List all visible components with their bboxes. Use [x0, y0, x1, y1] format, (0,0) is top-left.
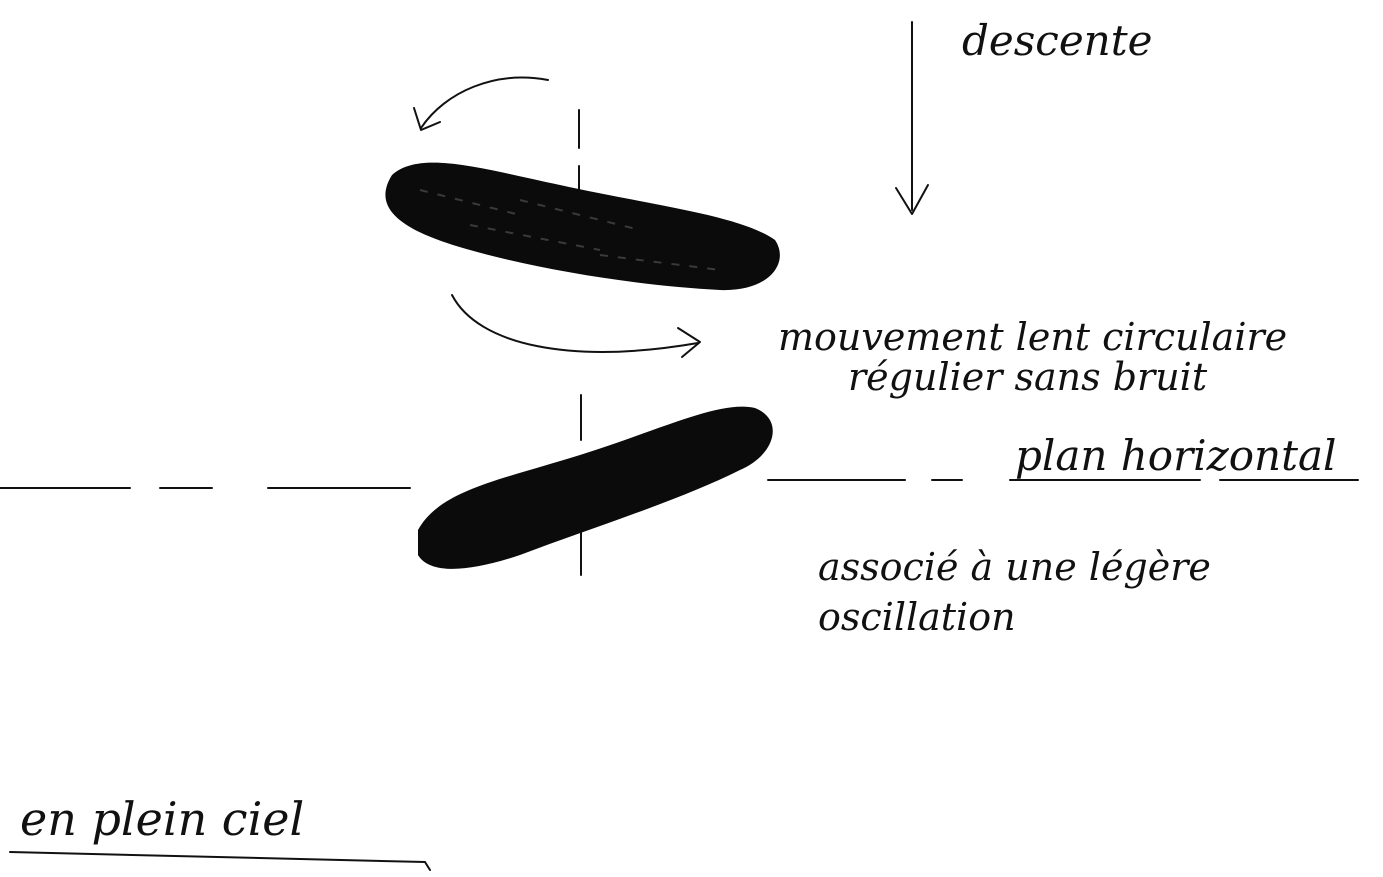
lower-object: [418, 406, 773, 569]
sky-label: en plein ciel: [20, 792, 304, 846]
upper-object: [385, 162, 780, 291]
oscillation-label-line2: oscillation: [818, 595, 1016, 639]
descent-arrow: [895, 21, 929, 215]
oscillation-label-line1: associé à une légère: [818, 545, 1211, 589]
motion-label-line1: mouvement lent circulaire: [778, 315, 1287, 359]
rotation-arrow-top: [413, 76, 549, 131]
motion-label-line2: régulier sans bruit: [848, 355, 1208, 399]
rotation-arrow-bottom: [451, 294, 701, 358]
sky-label-underline: [9, 851, 431, 871]
horizontal-plane-line: [0, 479, 1359, 489]
plane-label: plan horizontal: [1015, 431, 1336, 480]
descent-label: descente: [962, 16, 1152, 65]
